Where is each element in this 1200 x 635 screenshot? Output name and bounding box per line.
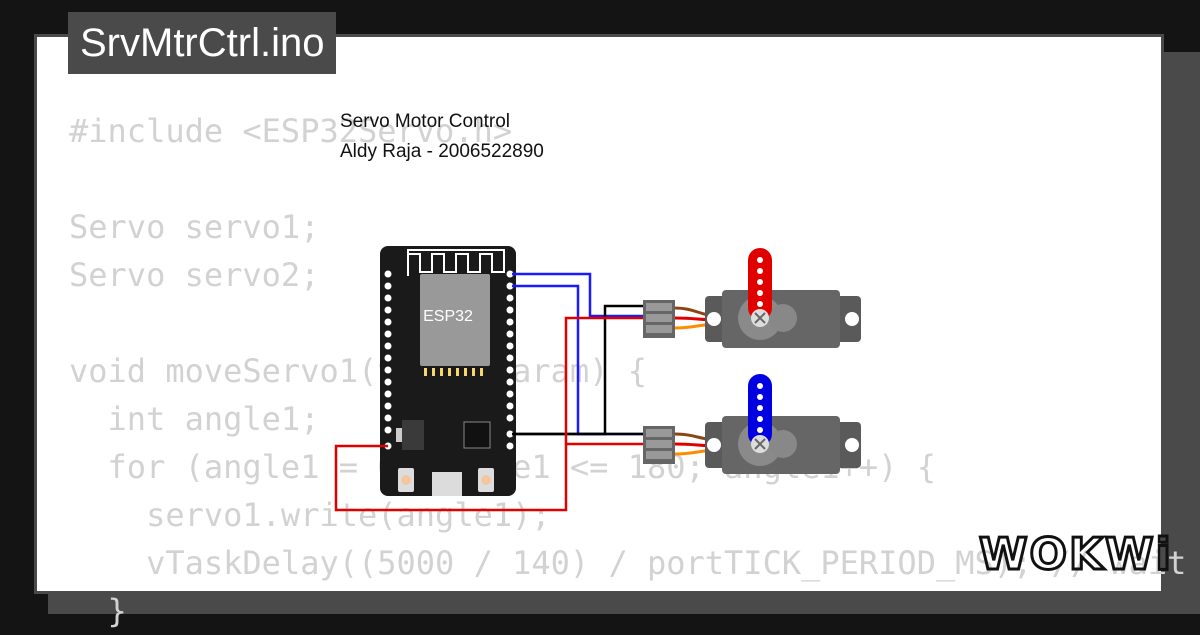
- esp32-board[interactable]: ESP32: [380, 246, 516, 496]
- wire-vcc-servo1: [334, 316, 645, 512]
- wokwi-logo[interactable]: WOKWi: [975, 525, 1173, 585]
- chip-label: ESP32: [423, 308, 473, 325]
- usb-serial-chip: [463, 421, 491, 449]
- diagram-title-label: Servo Motor Control: [340, 111, 511, 132]
- wires: [334, 272, 645, 512]
- chip-pads: [424, 368, 483, 376]
- usb-port: [432, 472, 462, 496]
- left-header-pins: [384, 270, 392, 450]
- antenna-trace: [407, 249, 505, 276]
- project-preview-card: #include <ESP32Servo.h> Servo servo1; Se…: [34, 34, 1186, 630]
- wire-signal-servo1: [512, 272, 645, 318]
- diagram-author-label: Aldy Raja - 2006522890: [340, 141, 544, 162]
- wokwi-logo-text: WOKWi: [979, 529, 1173, 580]
- voltage-regulator: [402, 420, 424, 450]
- servo-motor-1[interactable]: [643, 248, 861, 348]
- right-header-pins: [506, 270, 514, 450]
- servo-motor-2[interactable]: [643, 374, 861, 474]
- wire-signal-servo2: [512, 284, 645, 436]
- file-name-tab[interactable]: SrvMtrCtrl.ino: [68, 12, 337, 74]
- esp32-chip: [420, 274, 490, 366]
